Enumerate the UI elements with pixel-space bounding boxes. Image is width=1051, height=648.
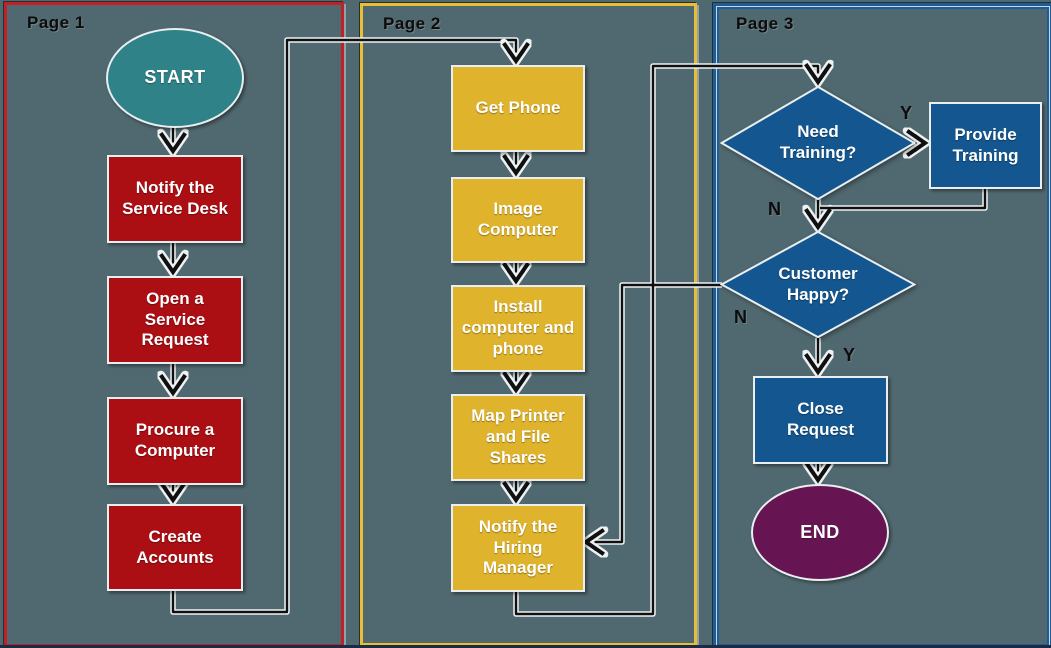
customer-happy-yes-label: Y [843,345,856,365]
page-2-label: Page 2 [383,14,441,33]
node-provide-training-label: Provide Training [952,124,1019,165]
edge-customerhappy-no [586,283,722,542]
node-customer-happy-label: Customer Happy? [778,263,858,304]
node-procure-computer: Procure a Computer [107,397,243,485]
node-get-phone: Get Phone [451,65,585,152]
node-close-request-label: Close Request [786,399,855,439]
page-1-label: Page 1 [27,13,85,32]
node-create-accounts: Create Accounts [107,504,243,591]
node-notify-service-desk: Notify the Service Desk [107,155,243,243]
edge-providetraining-return [820,185,987,210]
edge-notifyhm-to-needtraining [514,66,818,616]
need-training-yes-label: Y [900,103,913,123]
node-image-computer: Image Computer [451,177,585,263]
node-image-computer-label: Image Computer [477,199,559,239]
node-customer-happy-decision: Customer Happy? [720,231,916,338]
customer-happy-no-label: N [734,307,747,327]
edge-create-to-getphone [171,40,516,614]
node-procure-computer-label: Procure a Computer [134,420,216,460]
node-install-computer-and-phone: Install computer and phone [451,285,585,372]
node-notify-hiring-manager-label: Notify the Hiring Manager [478,516,558,578]
node-notify-hiring-manager: Notify the Hiring Manager [451,504,585,592]
node-open-service-request: Open a Service Request [107,276,243,364]
node-map-printer-file-shares: Map Printer and File Shares [451,394,585,481]
node-open-service-request-label: Open a Service Request [141,288,209,350]
node-map-printer-file-shares-label: Map Printer and File Shares [471,406,565,467]
node-end: END [751,484,889,581]
node-create-accounts-label: Create Accounts [136,526,214,567]
node-notify-service-desk-label: Notify the Service Desk [122,178,228,218]
node-close-request: Close Request [753,376,888,464]
node-end-label: END [800,521,840,542]
node-start-label: START [144,67,206,88]
node-install-computer-and-phone-label: Install computer and phone [461,297,575,358]
node-get-phone-label: Get Phone [475,98,561,118]
page-3-label: Page 3 [736,14,794,33]
diamond-shape [720,231,916,338]
node-need-training-label: Need Training? [779,122,857,162]
node-provide-training: Provide Training [929,102,1042,189]
diamond-shape [720,86,916,200]
node-need-training-decision: Need Training? [720,86,916,200]
node-start: START [106,28,244,128]
need-training-no-label: N [768,199,781,219]
